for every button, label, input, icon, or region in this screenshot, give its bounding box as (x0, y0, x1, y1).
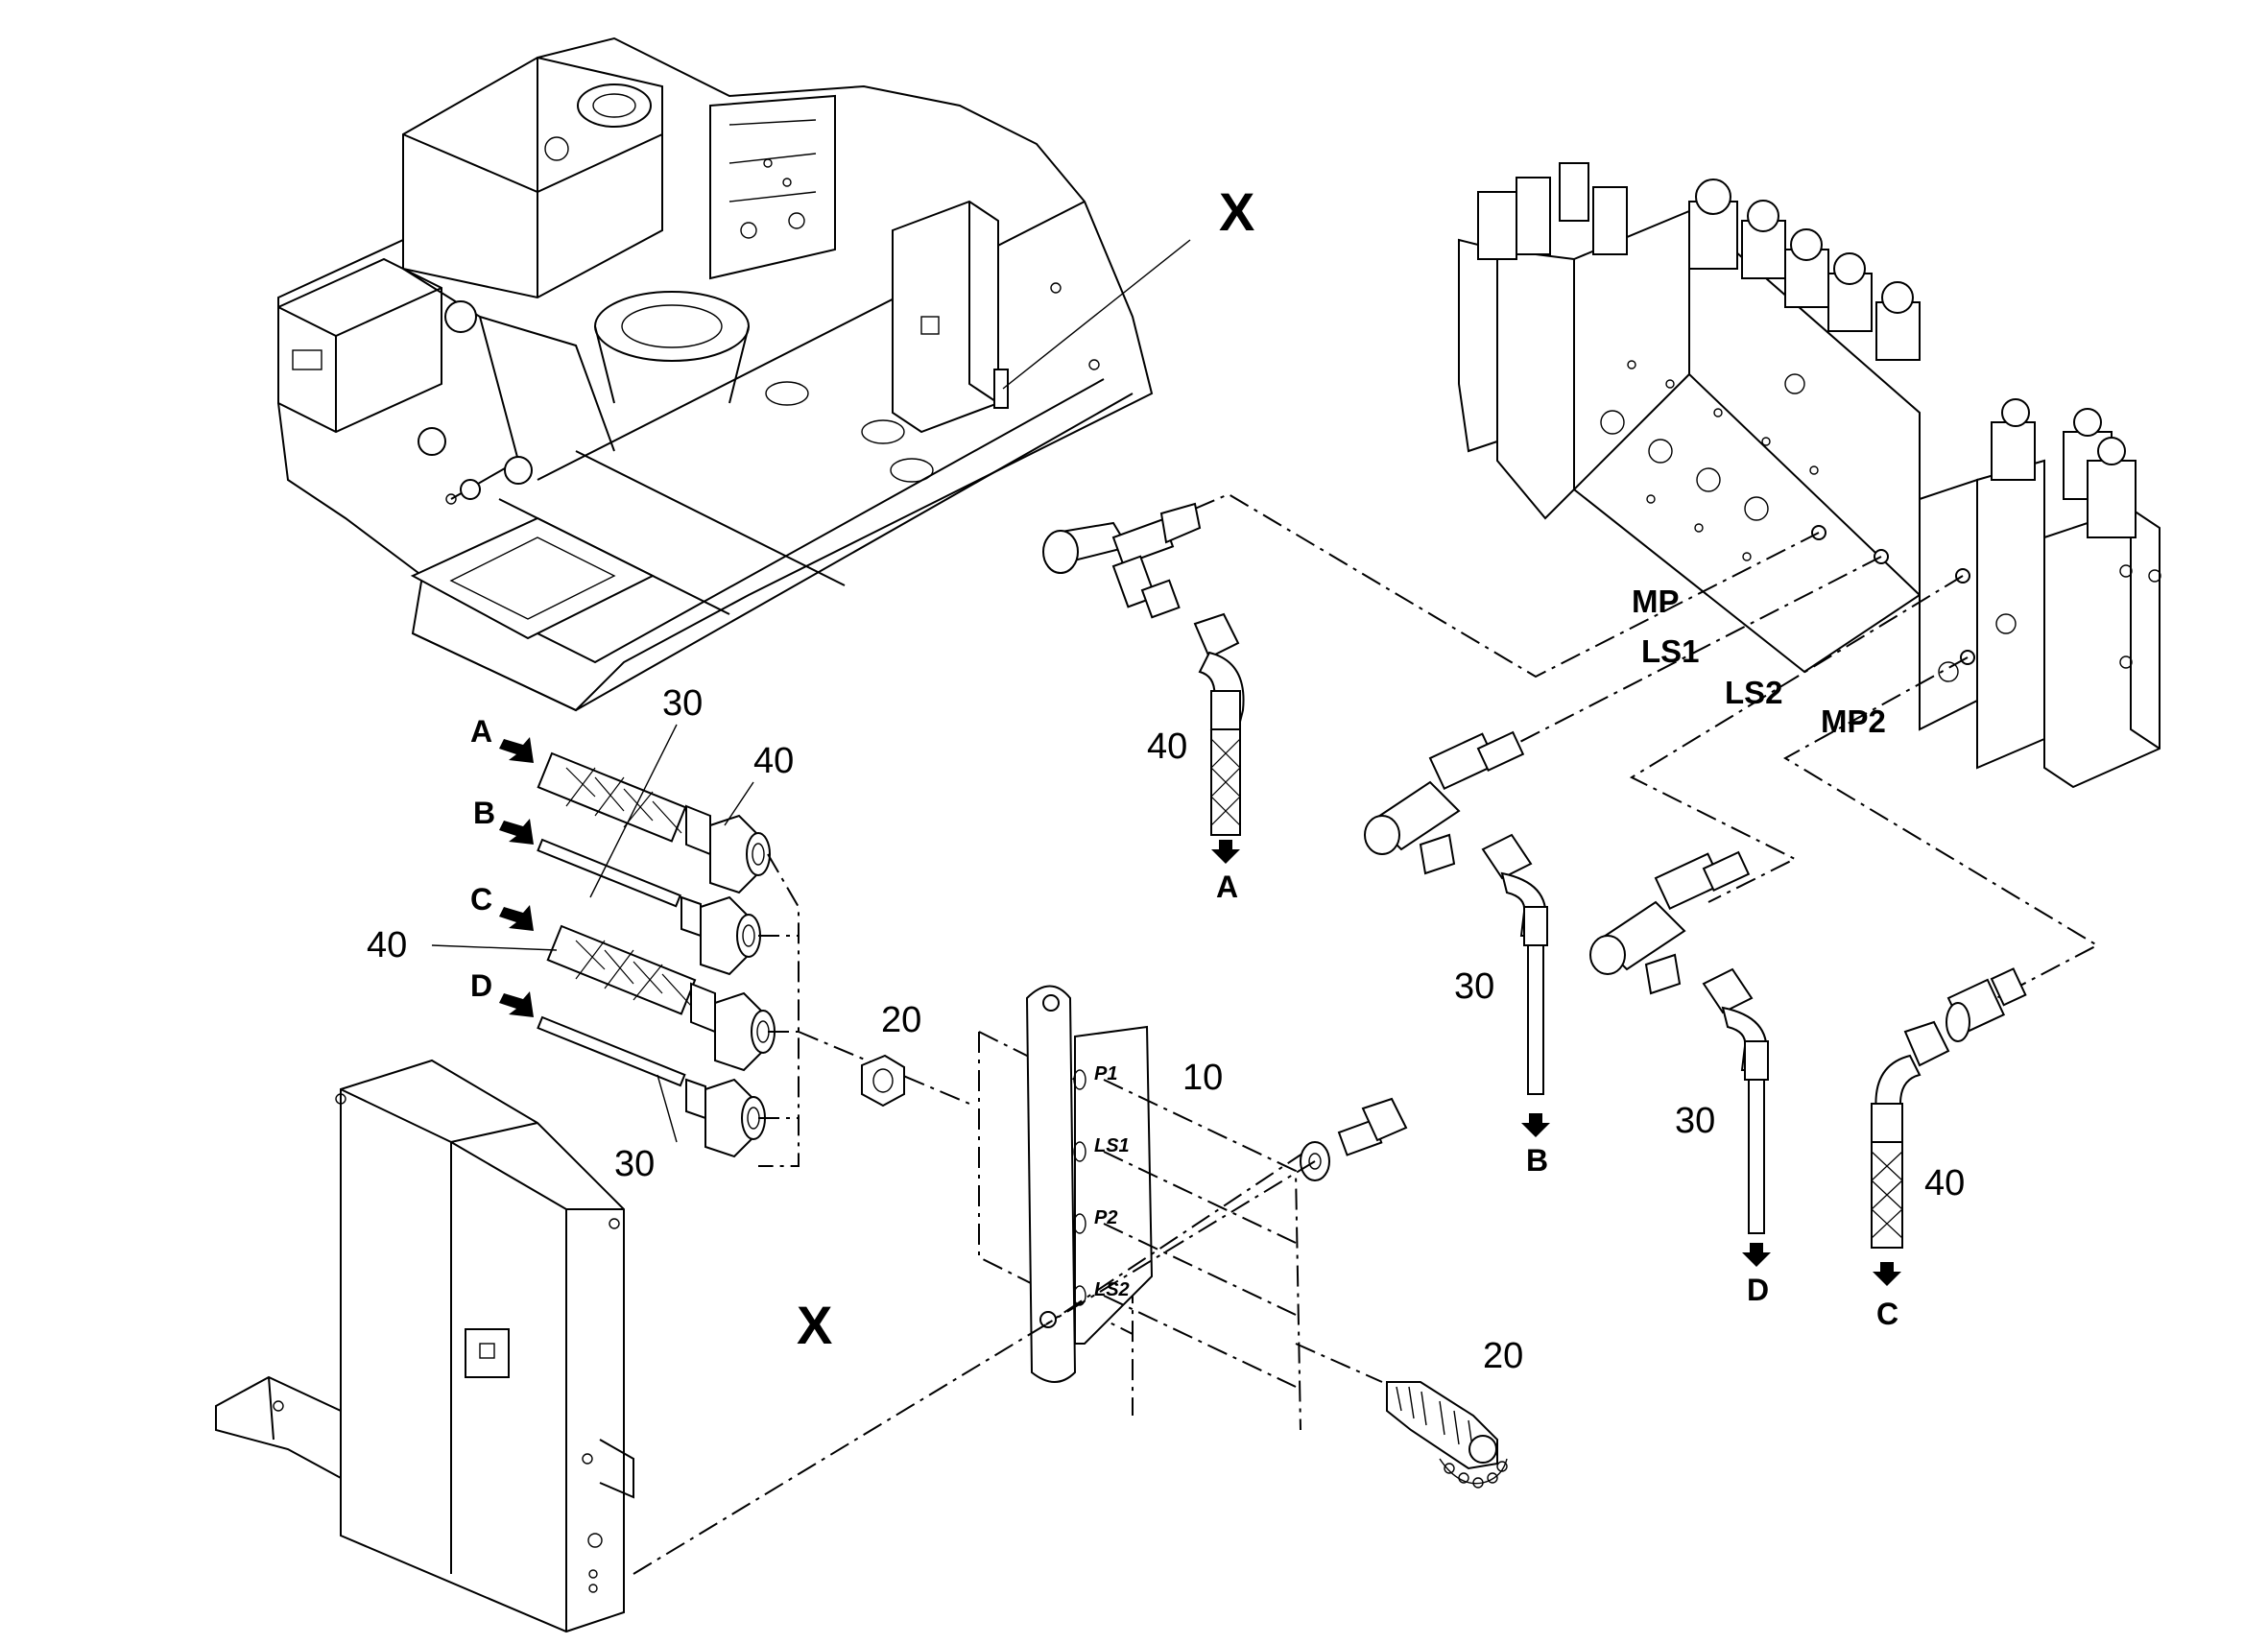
inlet-letter-c: C (470, 882, 492, 917)
plate-label-ls1: LS1 (1094, 1135, 1130, 1156)
straight-fitting-c (1946, 967, 2027, 1042)
outlet-letter-d: D (1747, 1273, 1769, 1307)
detail-mark-top: X (1219, 181, 1254, 242)
callout-30-hose-d: 30 (1675, 1101, 1715, 1141)
inlet-hoses (499, 737, 776, 1158)
detail-mark-bottom: X (797, 1295, 832, 1355)
outlet-letter-b: B (1526, 1143, 1548, 1178)
hose-30-outlet-d (1702, 967, 1771, 1267)
port-label-mp: MP (1632, 584, 1680, 619)
tee-fitting-upper (1042, 502, 1202, 619)
callout-40-left-mid: 40 (367, 925, 407, 965)
callout-20-coupling: 20 (1483, 1336, 1523, 1376)
callout-30-hose-b: 30 (1454, 966, 1494, 1007)
port-label-ls1: LS1 (1641, 633, 1700, 669)
tee-fitting-d (1589, 850, 1751, 995)
electrical-cabinet (215, 1059, 634, 1633)
nut-20 (861, 1054, 905, 1108)
outlet-letter-a: A (1216, 870, 1238, 904)
callout-30-left-bottom: 30 (614, 1144, 655, 1184)
screw-and-washer (1300, 1097, 1408, 1181)
callout-40-upper-hose: 40 (1147, 727, 1187, 767)
control-valve-block (1458, 162, 2161, 789)
hose-40-outlet-a (1193, 612, 1245, 864)
hose-30-outlet-b (1481, 833, 1550, 1137)
tee-fitting-b (1364, 730, 1525, 875)
callout-40-left-top: 40 (753, 741, 794, 781)
callout-10-plate: 10 (1182, 1058, 1223, 1098)
callout-20-nut: 20 (881, 1000, 921, 1040)
inlet-letter-a: A (470, 714, 492, 749)
inlet-letter-b: B (473, 796, 495, 830)
plate-label-p2: P2 (1094, 1207, 1117, 1228)
bulkhead-plate-10 (978, 985, 1154, 1416)
callout-30-left-top: 30 (662, 683, 703, 724)
route-mp (1194, 492, 1820, 679)
hose-40-outlet-c (1871, 1020, 1950, 1286)
route-ls2 (1629, 575, 1964, 903)
quick-coupling-20 (1386, 1381, 1508, 1489)
inlet-letter-d: D (470, 968, 492, 1003)
machine-chassis-drawing (277, 36, 1154, 712)
outlet-letter-c: C (1876, 1297, 1898, 1331)
port-label-ls2: LS2 (1725, 675, 1783, 710)
plate-label-ls2: LS2 (1094, 1279, 1130, 1300)
plate-label-p1: P1 (1094, 1063, 1117, 1084)
callout-40-hose-c: 40 (1924, 1163, 1965, 1203)
route-mp2 (1782, 656, 2100, 999)
